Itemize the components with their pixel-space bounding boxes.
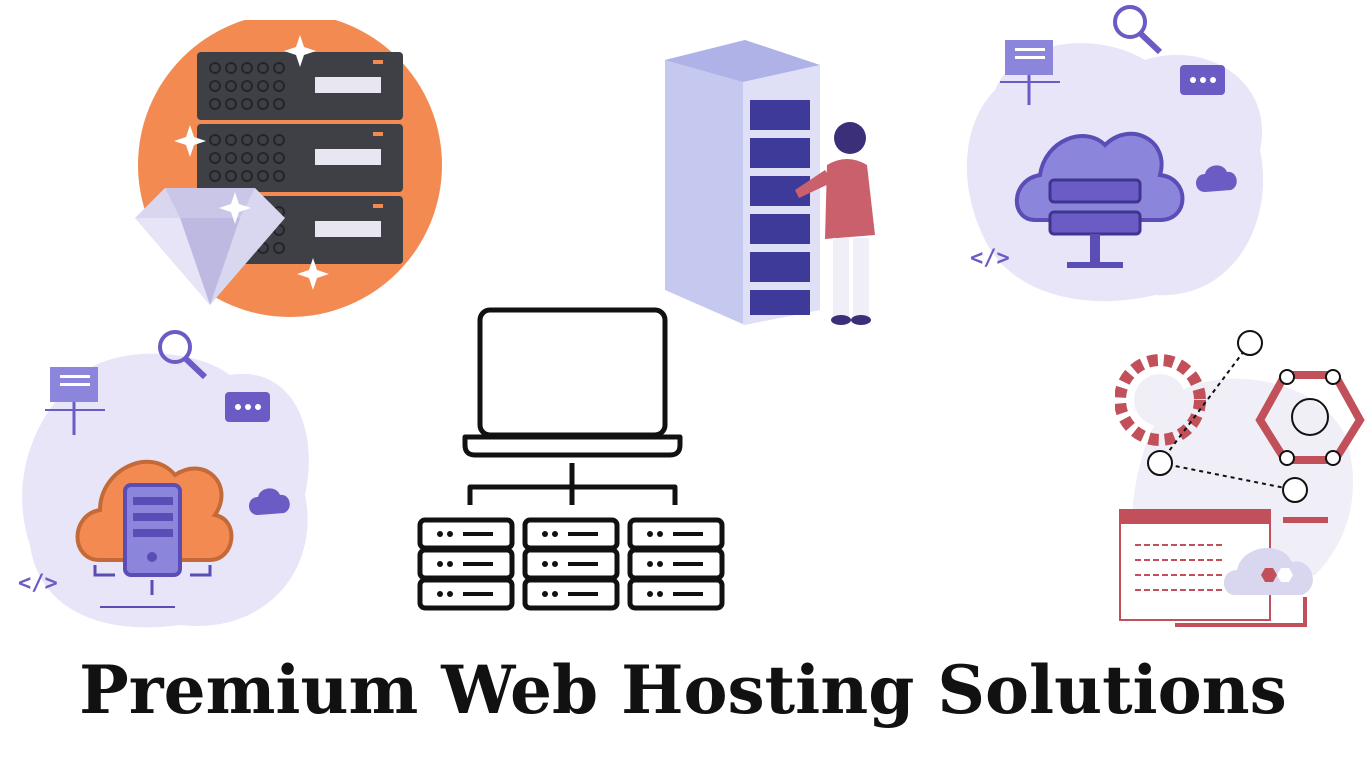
gear-icon [1115,354,1206,446]
laptop-screen [477,307,668,438]
red-arrow-line [1175,597,1307,627]
headline: Premium Web Hosting Solutions [79,651,1287,729]
laptop-server-network-icon [417,307,725,611]
sparkle-icons [174,35,329,290]
hexagon-network-icon [1255,369,1365,466]
diamond-icon [135,188,285,305]
document-network-icon [1000,40,1060,105]
cloud-hexagons-icon [1223,548,1313,595]
code-icon: </> [18,571,58,596]
server-stack-middle [522,517,620,611]
code-icon: </> [970,246,1010,271]
cloud-server-orange-illustration: </> [18,330,309,628]
server-rack-diamond-illustration [135,20,442,317]
cloud-network-gear-illustration [1115,330,1365,627]
magnifier-icon [1113,5,1163,55]
dashed-connections [1159,342,1296,491]
red-arrow-icon [1283,517,1328,523]
server-stack-left [417,517,515,611]
cloud-server-network-illustration: </> [966,5,1264,302]
chat-bubble-icon [225,392,270,422]
server-tower [665,40,820,325]
datacenter-technician-illustration [665,40,875,325]
document-network-icon [45,367,105,435]
technician-person [795,122,875,325]
magnifier-icon [158,330,208,380]
laptop-base [462,434,683,458]
cloud-server-icon [1014,131,1185,268]
node-icons [1147,330,1308,503]
cloud-upload-icon [249,488,290,515]
server-stack-right [627,517,725,611]
cloud-server-icon [75,459,234,608]
chat-bubble-icon [1180,65,1225,95]
network-lines [467,463,678,505]
cloud-upload-icon [1196,165,1237,192]
